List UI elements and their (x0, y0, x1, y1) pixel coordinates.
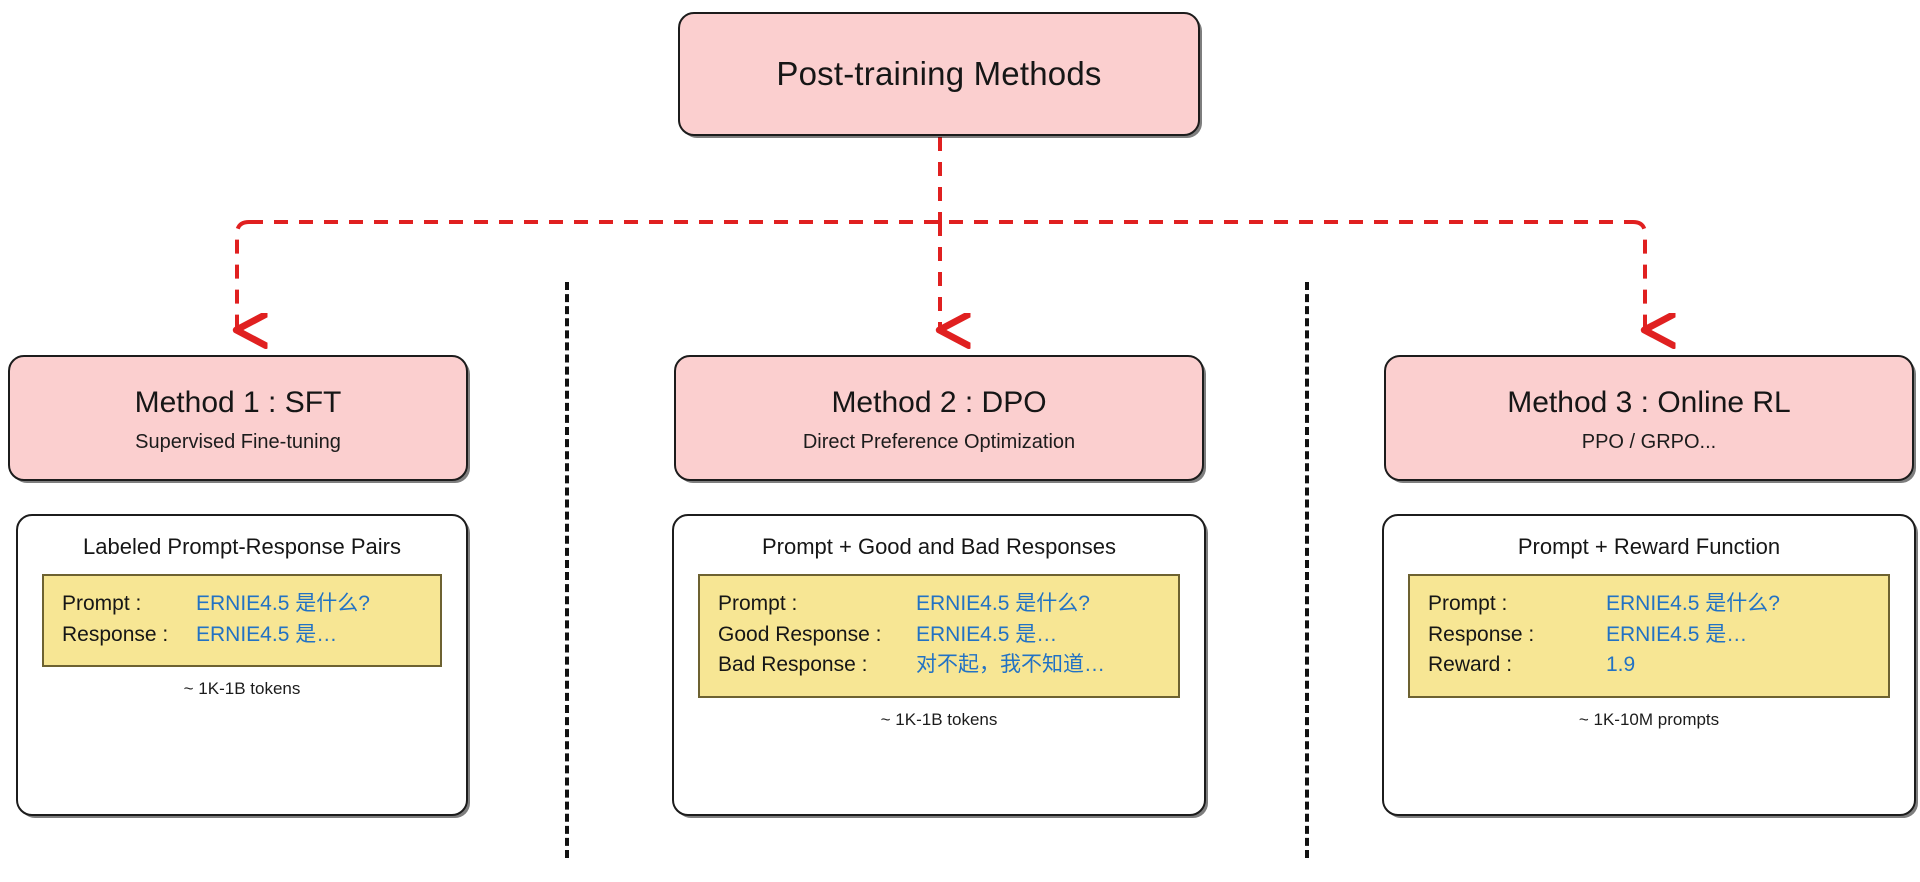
method-title-dpo: Method 2 : DPO (831, 386, 1047, 420)
sample-panel-online-rl: Prompt : ERNIE4.5 是什么? Response : ERNIE4… (1408, 574, 1890, 699)
sample-key: Response : (62, 622, 169, 646)
sample-value: ERNIE4.5 是… (1606, 622, 1748, 646)
column-separator-2 (1305, 282, 1309, 858)
sample-row: Prompt : ERNIE4.5 是什么? (718, 590, 1160, 619)
detail-node-sft[interactable]: Labeled Prompt-Response Pairs Prompt : E… (16, 514, 468, 816)
sample-value: ERNIE4.5 是… (916, 622, 1058, 646)
method-title-sft: Method 1 : SFT (134, 386, 342, 420)
sample-row: Response : ERNIE4.5 是… (62, 621, 422, 650)
sample-key: Reward : (1428, 653, 1513, 677)
root-node-post-training-methods[interactable]: Post-training Methods (678, 12, 1200, 136)
method-node-dpo[interactable]: Method 2 : DPO Direct Preference Optimiz… (674, 355, 1204, 481)
detail-footer-online-rl: ~ 1K-10M prompts (1578, 710, 1720, 730)
method-subtitle-online-rl: PPO / GRPO... (1581, 430, 1717, 453)
detail-title-sft: Labeled Prompt-Response Pairs (83, 534, 401, 559)
column-separator-1 (565, 282, 569, 858)
connector-branch-sft (237, 220, 249, 330)
sample-key: Prompt : (1428, 592, 1508, 616)
detail-footer-dpo: ~ 1K-1B tokens (880, 710, 998, 730)
sample-key: Prompt : (62, 592, 142, 616)
detail-node-online-rl[interactable]: Prompt + Reward Function Prompt : ERNIE4… (1382, 514, 1916, 816)
sample-row: Response : ERNIE4.5 是… (1428, 621, 1870, 650)
sample-value: ERNIE4.5 是什么? (196, 592, 370, 616)
sample-key: Bad Response : (718, 653, 868, 677)
sample-value: ERNIE4.5 是什么? (1606, 592, 1780, 616)
connector-branch-online-rl (1632, 220, 1645, 330)
sample-row: Bad Response : 对不起，我不知道… (718, 651, 1160, 680)
method-subtitle-sft: Supervised Fine-tuning (135, 430, 341, 453)
sample-row: Good Response : ERNIE4.5 是… (718, 621, 1160, 650)
sample-panel-sft: Prompt : ERNIE4.5 是什么? Response : ERNIE4… (42, 574, 442, 668)
method-node-online-rl[interactable]: Method 3 : Online RL PPO / GRPO... (1384, 355, 1914, 481)
detail-title-dpo: Prompt + Good and Bad Responses (761, 534, 1117, 559)
detail-footer-sft: ~ 1K-1B tokens (183, 679, 301, 699)
sample-value: 1.9 (1606, 653, 1636, 677)
sample-panel-dpo: Prompt : ERNIE4.5 是什么? Good Response : E… (698, 574, 1180, 699)
sample-key: Good Response : (718, 622, 882, 646)
sample-key: Response : (1428, 622, 1535, 646)
sample-row: Prompt : ERNIE4.5 是什么? (1428, 590, 1870, 619)
sample-value: ERNIE4.5 是什么? (916, 592, 1090, 616)
root-node-title: Post-training Methods (776, 55, 1102, 92)
detail-title-online-rl: Prompt + Reward Function (1517, 534, 1781, 559)
sample-row: Prompt : ERNIE4.5 是什么? (62, 590, 422, 619)
sample-value: 对不起，我不知道… (916, 653, 1105, 677)
method-subtitle-dpo: Direct Preference Optimization (802, 430, 1076, 453)
method-node-sft[interactable]: Method 1 : SFT Supervised Fine-tuning (8, 355, 468, 481)
sample-key: Prompt : (718, 592, 798, 616)
sample-row: Reward : 1.9 (1428, 651, 1870, 680)
sample-value: ERNIE4.5 是… (196, 622, 338, 646)
method-title-online-rl: Method 3 : Online RL (1507, 386, 1791, 420)
detail-node-dpo[interactable]: Prompt + Good and Bad Responses Prompt :… (672, 514, 1206, 816)
